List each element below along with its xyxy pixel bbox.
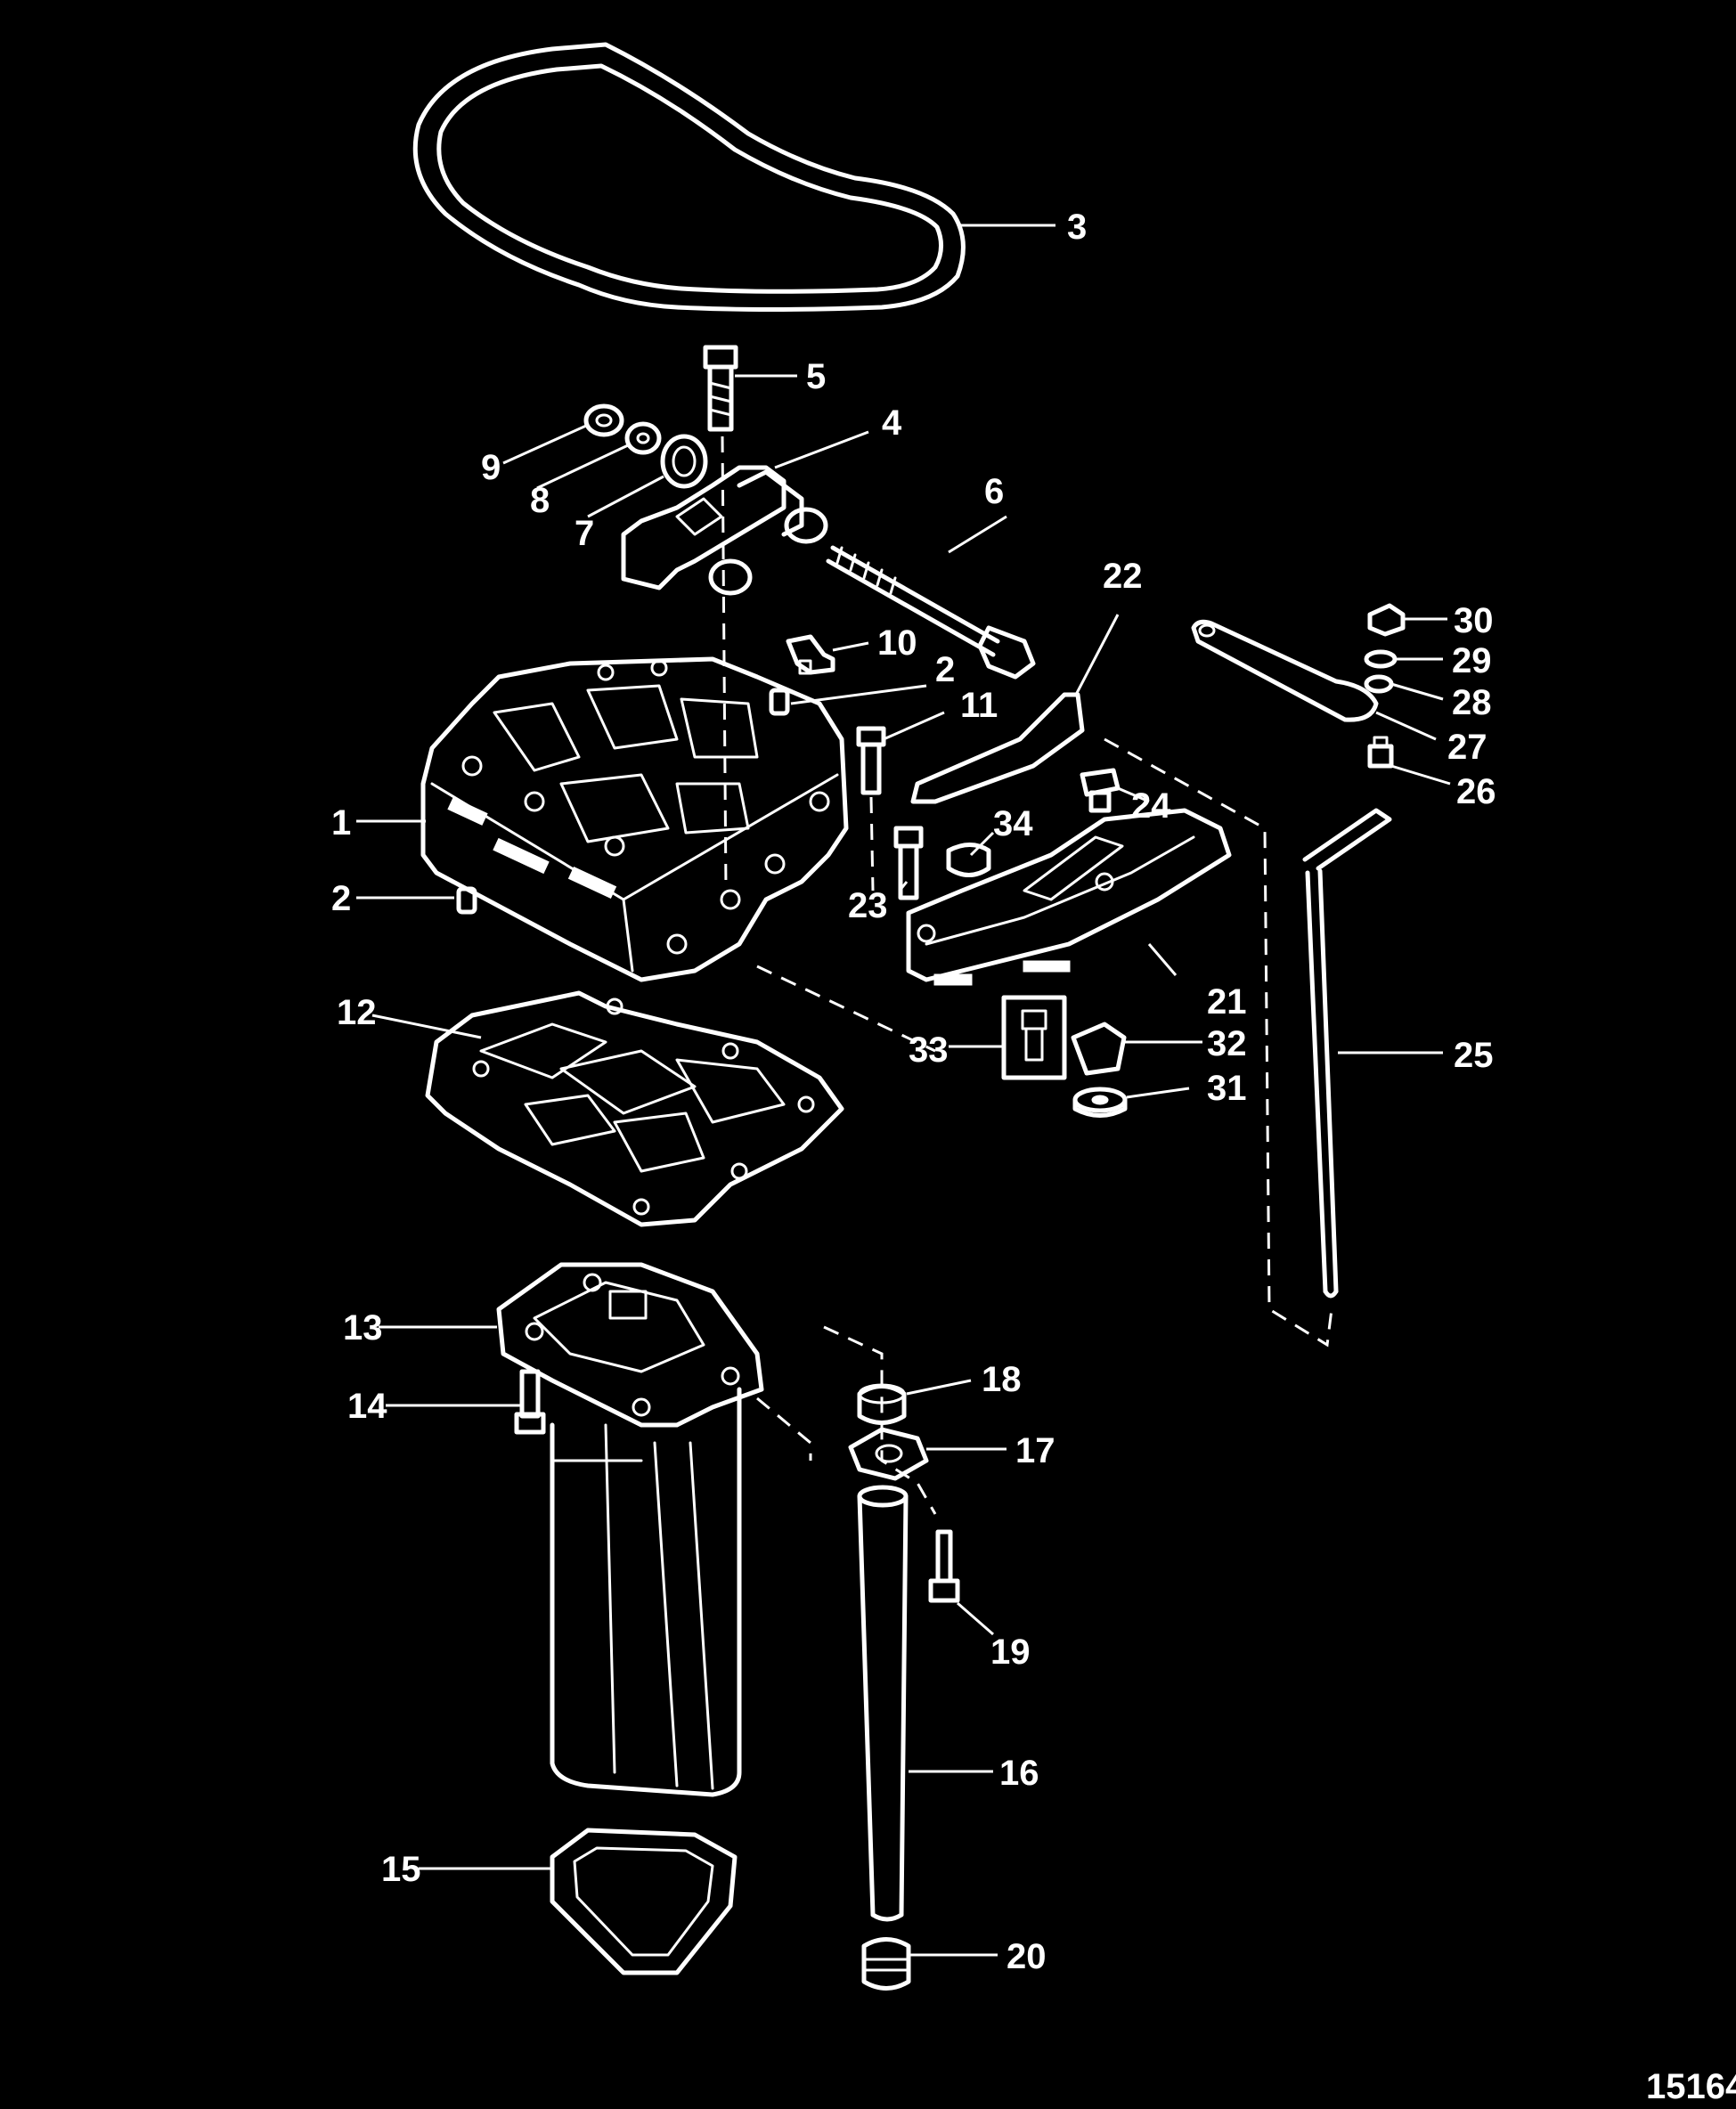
part-21-cover	[906, 808, 1232, 986]
part-34-plug	[946, 843, 991, 877]
part-4-bracket	[621, 465, 828, 596]
part-29-washer	[1364, 649, 1398, 669]
part-12-gasket	[425, 990, 844, 1227]
figure-number: 15164	[1646, 2067, 1736, 2106]
callout-34: 34	[993, 804, 1033, 843]
callout-27: 27	[1447, 728, 1487, 767]
callout-19: 19	[990, 1633, 1031, 1672]
part-28-clip	[1364, 674, 1394, 694]
part-20-grommet	[861, 1937, 911, 1991]
callout-9: 9	[481, 448, 501, 487]
part-10-fitting	[786, 634, 835, 675]
part-5-bolt	[703, 345, 738, 432]
part-13-housing-adapter	[496, 1262, 764, 1428]
part-6-long-bolt	[826, 545, 1036, 680]
part-1-adapter-plate	[420, 656, 849, 982]
part-2-dowel-pin-top	[769, 688, 790, 716]
callout-24: 24	[1131, 786, 1171, 826]
callout-32: 32	[1207, 1024, 1247, 1063]
part-24-screw	[1080, 768, 1121, 813]
part-25-shift-rod	[1302, 808, 1392, 1299]
part-26-stud	[1367, 736, 1394, 769]
part-33-insert	[1001, 995, 1067, 1080]
part-7-seal-washer	[660, 434, 708, 489]
part-32-link	[1071, 1022, 1127, 1076]
part-3-seal-ring	[412, 42, 966, 312]
callout-10: 10	[877, 623, 917, 663]
callout-2-top: 2	[935, 650, 955, 689]
part-30-nut	[1367, 603, 1406, 637]
callout-15: 15	[381, 1850, 421, 1889]
callout-5: 5	[806, 357, 826, 396]
callout-21: 21	[1207, 982, 1247, 1022]
callout-20: 20	[1007, 1937, 1047, 1976]
callout-13: 13	[343, 1308, 383, 1348]
callout-30: 30	[1454, 601, 1494, 640]
part-23-bolt	[893, 826, 924, 900]
assembly-dashed-lines	[721, 436, 1333, 1515]
callout-3: 3	[1067, 208, 1087, 247]
part-31-bushing	[1072, 1087, 1128, 1118]
part-16-tube	[857, 1485, 909, 1922]
part-19-screw	[928, 1529, 960, 1603]
callout-31: 31	[1207, 1069, 1247, 1108]
callout-17: 17	[1015, 1431, 1055, 1470]
callout-29: 29	[1452, 641, 1492, 680]
callout-28: 28	[1452, 683, 1492, 722]
part-17-retainer	[848, 1427, 929, 1481]
callout-4: 4	[882, 403, 902, 443]
part-22-strap	[910, 692, 1085, 804]
callout-1: 1	[331, 803, 351, 843]
callout-18: 18	[982, 1360, 1022, 1399]
callout-11: 11	[960, 686, 998, 725]
callout-26: 26	[1456, 772, 1496, 811]
part-15-seal	[550, 1828, 738, 1975]
callout-2-bottom: 2	[331, 879, 351, 918]
part-9-nut	[583, 403, 624, 437]
part-8-washer	[624, 421, 662, 455]
callout-7: 7	[575, 514, 594, 553]
part-11-bolt	[856, 726, 886, 795]
callout-33: 33	[909, 1030, 949, 1070]
callout-6: 6	[984, 472, 1004, 511]
callout-8: 8	[530, 481, 550, 520]
callout-16: 16	[999, 1754, 1039, 1793]
callout-12: 12	[337, 993, 377, 1032]
callout-14: 14	[347, 1387, 387, 1426]
callout-labels: 3 5 4 6 9 8 7 10 2 11 1 2 12 13 14 15 18…	[331, 208, 1496, 1976]
callout-22: 22	[1103, 557, 1143, 596]
callout-25: 25	[1454, 1036, 1494, 1075]
callout-23: 23	[848, 886, 888, 925]
callout-leaders	[356, 224, 1451, 1957]
part-27-lever	[1191, 619, 1379, 722]
part-14-bolt	[514, 1369, 546, 1435]
driveshaft-housing	[550, 1387, 742, 1797]
